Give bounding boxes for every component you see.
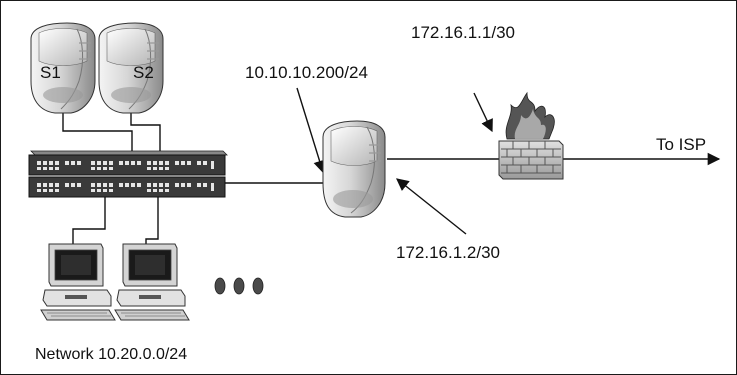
network-label: Network 10.20.0.0/24: [35, 346, 188, 363]
workstation-icon: [40, 243, 116, 321]
link-s2-switch: [130, 109, 161, 155]
router-inside-ip-label: 10.10.10.200/24: [245, 63, 368, 82]
connection-lines: [62, 87, 721, 246]
arrow-router-inside-ip: [296, 87, 326, 174]
link-switch-ws2: [145, 197, 159, 246]
more-devices-icon: [214, 277, 264, 295]
isp-label: To ISP: [656, 135, 707, 154]
arrow-router-outside-ip: [396, 178, 467, 235]
server-s1-label: S1: [40, 63, 61, 82]
switch-icon: [28, 150, 228, 198]
workstation-icon: [114, 243, 190, 321]
link-switch-ws1: [72, 197, 106, 246]
router-outside-ip-label: 172.16.1.2/30: [396, 243, 500, 262]
server-s2-label: S2: [133, 63, 154, 82]
server-icon: [30, 22, 96, 114]
server-icon: [98, 22, 164, 114]
link-s1-switch: [62, 109, 133, 155]
router-icon: [322, 120, 386, 218]
firewall-ip-label: 172.16.1.1/30: [411, 23, 515, 42]
arrow-firewall-ip: [473, 92, 493, 133]
firewall-icon: [498, 91, 564, 180]
